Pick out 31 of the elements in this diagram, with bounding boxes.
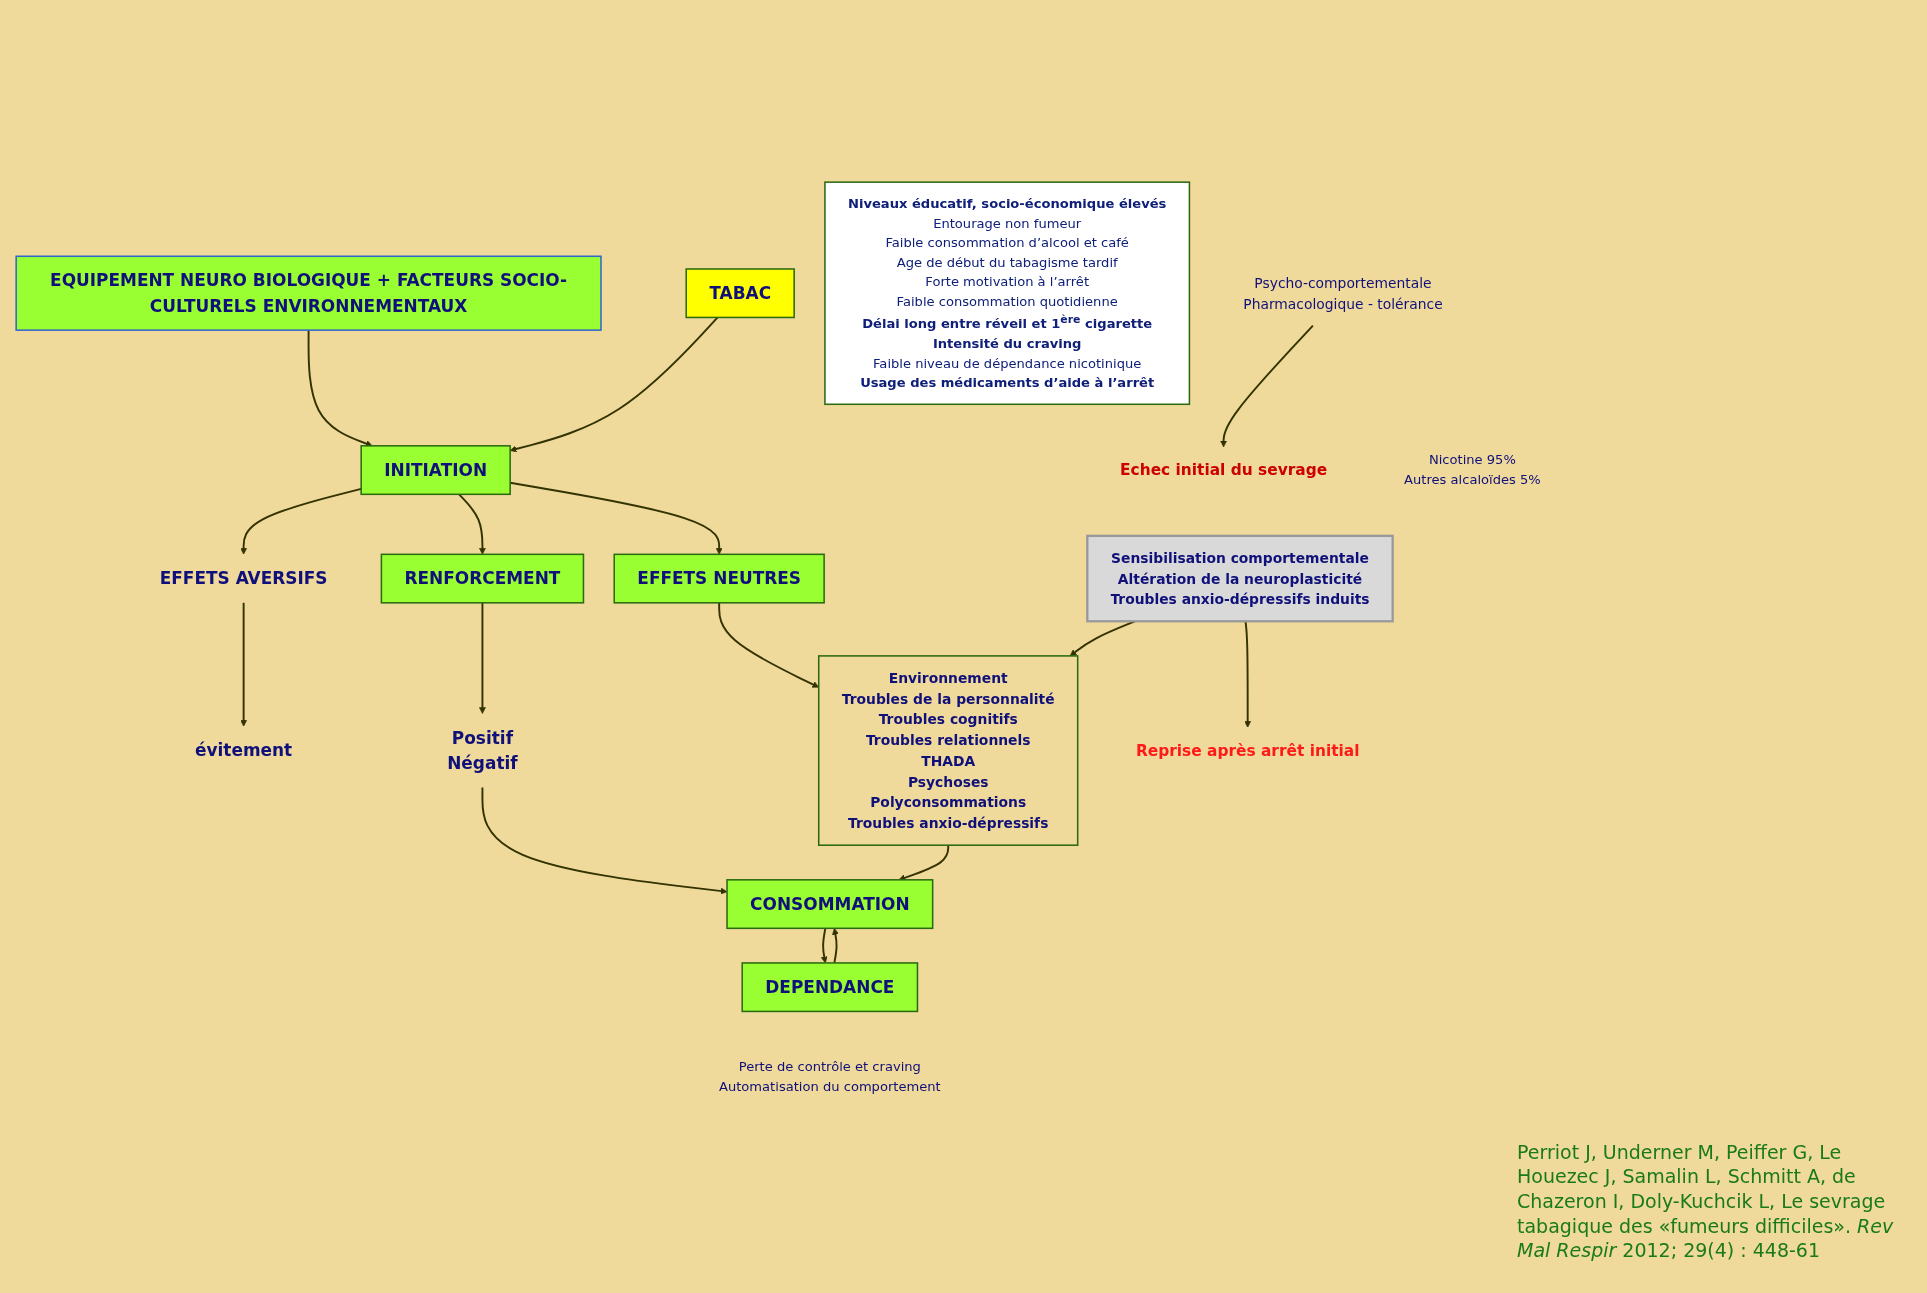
node-text: Echec initial du sevrage (1120, 460, 1328, 480)
node-text: Positif Négatif (447, 727, 518, 773)
node-box: Sensibilisation comportementale Altération de la neuroplasticité Troubles anxio-dépressifs induits (1086, 534, 1394, 623)
node-label: Autres alcaloïdes 5% (1404, 471, 1541, 487)
arrow (1220, 324, 1314, 448)
arrow (240, 601, 247, 727)
node-text: Reprise après arrêt initial (1135, 741, 1360, 760)
node-text: Psycho-comportementale Pharmacologique - tolérance (1243, 274, 1443, 312)
arrow (307, 328, 373, 447)
node-box: RENFORCEMENT (380, 553, 585, 604)
arrow (479, 601, 486, 714)
node-box: EQUIPEMENT NEURO BIOLOGIQUE + FACTEURS SOCIO-CULTURELS ENVIRONNEMENTAUX (15, 255, 602, 331)
arrow (718, 601, 820, 688)
arrow (832, 927, 839, 964)
node-box: Environnement Troubles de la personnalité Troubles cognitifs Troubles relationnels THADA Psychoses Polyconsommations Troubles anxio-dépressifs (817, 654, 1079, 846)
node-box: CONSOMMATION (726, 878, 934, 929)
node-box: TABAC (685, 267, 795, 318)
node-label: Nicotine 95% (1428, 451, 1516, 468)
node-box: DEPENDANCE (741, 961, 919, 1012)
node-text: évitement (195, 740, 293, 760)
node-box: Niveaux éducatif, socio-économique élevés Entourage non fumeur Faible consommation d’alcool et café Age de début du tabagisme tardif Forte motivation à l’arrêt Faible consommation quotidienne Délai long entre réveil et 1$^{ère}$ cigarette Intensité du craving Faible niveau de dépendance nicotinique Usage des médicaments d’aide à l’arrêt (824, 181, 1191, 405)
node-box: INITIATION (360, 444, 511, 495)
arrow (458, 493, 486, 555)
arrow (820, 927, 828, 963)
node-box: EFFETS NEUTRES (613, 553, 825, 604)
citation-text: Perriot J, Underner M, Peiffer G, Le Houezec J, Samalin L, Schmitt A, de Chazeron I, Doly-Kuchcik L, Le sevrage tabagique des «fumeurs difficiles». Rev Mal Respir 2012; 29(4) : 448-61 (1517, 1139, 1895, 1263)
node-text: EFFETS AVERSIFS (159, 568, 328, 588)
node-label: Automatisation du comportement (718, 1078, 941, 1094)
arrow (481, 786, 728, 895)
node-label: Perte de contrôle et craving (738, 1058, 921, 1075)
arrow (898, 844, 950, 881)
